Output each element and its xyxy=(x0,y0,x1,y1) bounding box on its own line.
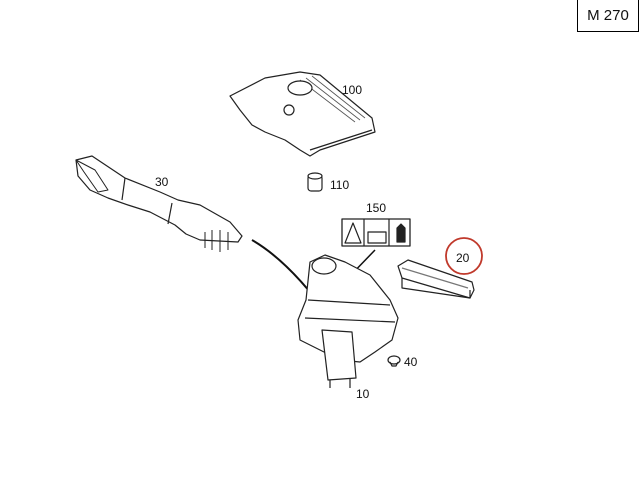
highlight-circle xyxy=(445,237,483,275)
model-label: M 270 xyxy=(577,0,639,32)
air-filter-housing-drawing[interactable] xyxy=(297,254,399,388)
mount-drawing[interactable] xyxy=(307,172,323,192)
part-number-100[interactable]: 100 xyxy=(342,83,363,97)
part-number-10[interactable]: 10 xyxy=(356,387,370,401)
warning-label-drawing[interactable] xyxy=(341,218,411,247)
intake-duct-drawing[interactable] xyxy=(75,155,243,252)
part-number-20[interactable]: 20 xyxy=(456,251,470,265)
engine-cover-drawing[interactable] xyxy=(229,71,376,157)
air-filter-element-drawing[interactable] xyxy=(397,259,475,299)
part-number-110[interactable]: 110 xyxy=(330,178,350,192)
part-number-40[interactable]: 40 xyxy=(404,355,418,369)
part-number-150[interactable]: 150 xyxy=(366,201,387,215)
grommet-drawing[interactable] xyxy=(387,355,401,367)
part-number-30[interactable]: 30 xyxy=(155,175,169,189)
